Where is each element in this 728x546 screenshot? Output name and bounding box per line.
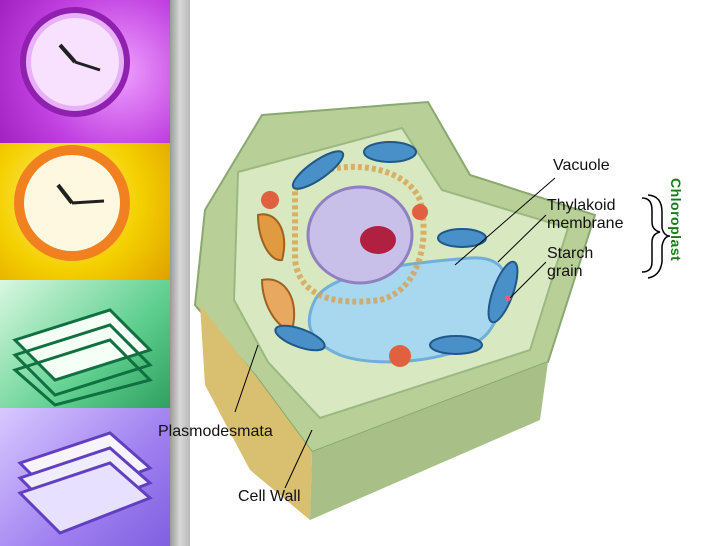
clock-icon <box>20 7 130 117</box>
pointer-vacuole <box>454 177 556 266</box>
clock-photo-magenta <box>0 0 170 143</box>
brace-large <box>647 194 671 279</box>
starch-grain-dot <box>505 295 511 301</box>
label-chloroplast: Chloroplast <box>668 178 684 262</box>
nucleus <box>306 185 414 285</box>
book-stack-icon <box>17 431 153 535</box>
label-starch-line2: grain <box>547 263 583 280</box>
brace-small <box>641 197 661 273</box>
golgi-body <box>256 213 286 262</box>
books-photo-lavender <box>0 408 170 546</box>
pointer-cell-wall <box>284 429 313 489</box>
decorative-photo-strip <box>0 0 170 546</box>
pointer-starch <box>509 261 547 299</box>
label-cell-wall: Cell Wall <box>238 488 301 505</box>
chloroplast-shape <box>429 335 483 355</box>
cell-wall-front-face <box>200 305 312 520</box>
nucleolus <box>360 226 396 254</box>
label-vacuole: Vacuole <box>553 157 610 174</box>
label-starch-line1: Starch <box>547 245 594 262</box>
label-thylakoid-line1: Thylakoid <box>547 197 616 214</box>
pointer-thylakoid <box>497 214 547 263</box>
chloroplast-shape <box>274 324 326 352</box>
peroxisome <box>412 204 428 220</box>
pointer-plasmodesmata <box>234 344 259 413</box>
clock-photo-yellow <box>0 143 170 280</box>
cell-wall-side-face <box>310 362 548 520</box>
books-photo-green <box>0 280 170 408</box>
book-stack-icon <box>12 308 153 407</box>
chloroplast-shape <box>291 150 345 190</box>
label-plasmodesmata: Plasmodesmata <box>158 423 273 440</box>
label-thylakoid-line2: membrane <box>547 215 624 232</box>
peroxisome <box>261 191 279 209</box>
clock-icon <box>14 145 130 261</box>
peroxisome <box>389 345 411 367</box>
chloroplast-shape <box>363 141 417 163</box>
divider-bar <box>170 0 190 546</box>
